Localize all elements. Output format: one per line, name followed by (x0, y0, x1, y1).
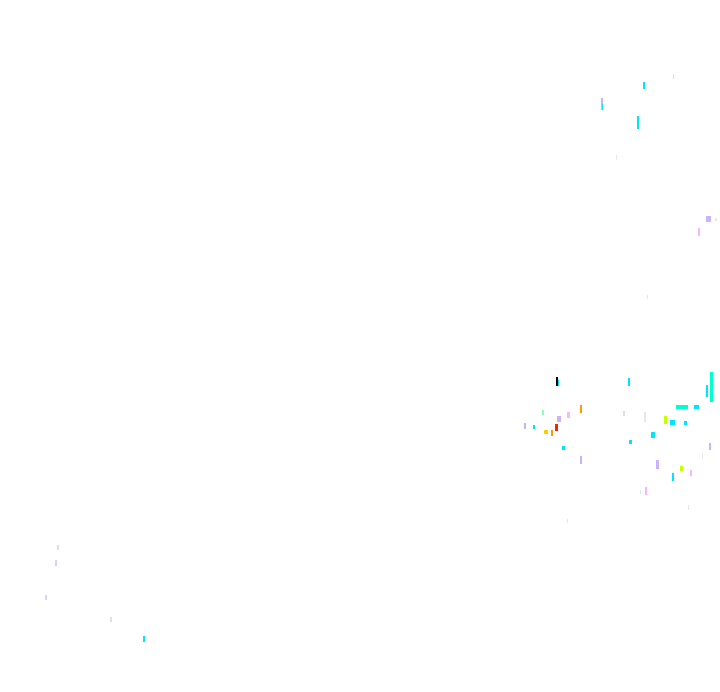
noise-speckle (602, 104, 603, 110)
noise-speckle (656, 460, 659, 469)
noise-speckle (670, 420, 675, 425)
noise-speckle (623, 411, 625, 416)
noise-speckle (688, 505, 689, 510)
noise-speckle (709, 443, 711, 450)
noise-speckle (555, 424, 558, 431)
noise-speckle (544, 430, 548, 434)
noise-speckle (629, 440, 632, 444)
noise-speckle (640, 490, 641, 494)
noise-speckle (715, 218, 717, 221)
noise-speckle (664, 416, 667, 424)
noise-speckle (706, 216, 711, 222)
noise-speckle (628, 378, 630, 386)
noise-speckle (567, 519, 568, 523)
noise-speckle (706, 385, 708, 397)
noise-speckle (637, 116, 639, 129)
noise-speckle (644, 412, 646, 422)
noise-speckle (562, 446, 565, 450)
noise-speckle (542, 410, 544, 415)
noise-speckle (690, 470, 692, 476)
noise-speckle (580, 405, 582, 413)
noise-speckle (143, 636, 145, 642)
noise-speckle (676, 405, 688, 409)
noise-speckle (684, 421, 687, 425)
noise-speckle (672, 473, 674, 481)
noise-speckle (651, 432, 655, 438)
noise-speckle (533, 425, 535, 429)
noise-speckle (524, 423, 526, 429)
noise-speckle (556, 377, 558, 386)
noise-speckle (643, 82, 645, 89)
noise-speckle (616, 155, 617, 160)
noise-speckle (710, 372, 713, 402)
noise-speckle (647, 295, 648, 299)
noise-speckle (673, 74, 674, 79)
noise-speckle (57, 545, 59, 550)
noise-speckle (110, 617, 112, 622)
noise-speckle (567, 412, 570, 418)
noise-speckle (55, 560, 57, 566)
noise-speckle (558, 380, 559, 386)
noise-speckle (551, 430, 553, 436)
noise-speckle (694, 405, 699, 409)
noise-speckle (45, 595, 47, 600)
noise-speckle (580, 456, 582, 464)
noise-speckle (680, 466, 683, 471)
noise-speckle (557, 416, 561, 422)
noise-speckle (645, 487, 647, 495)
noise-speckle (702, 454, 703, 458)
noise-speckle (698, 228, 700, 236)
